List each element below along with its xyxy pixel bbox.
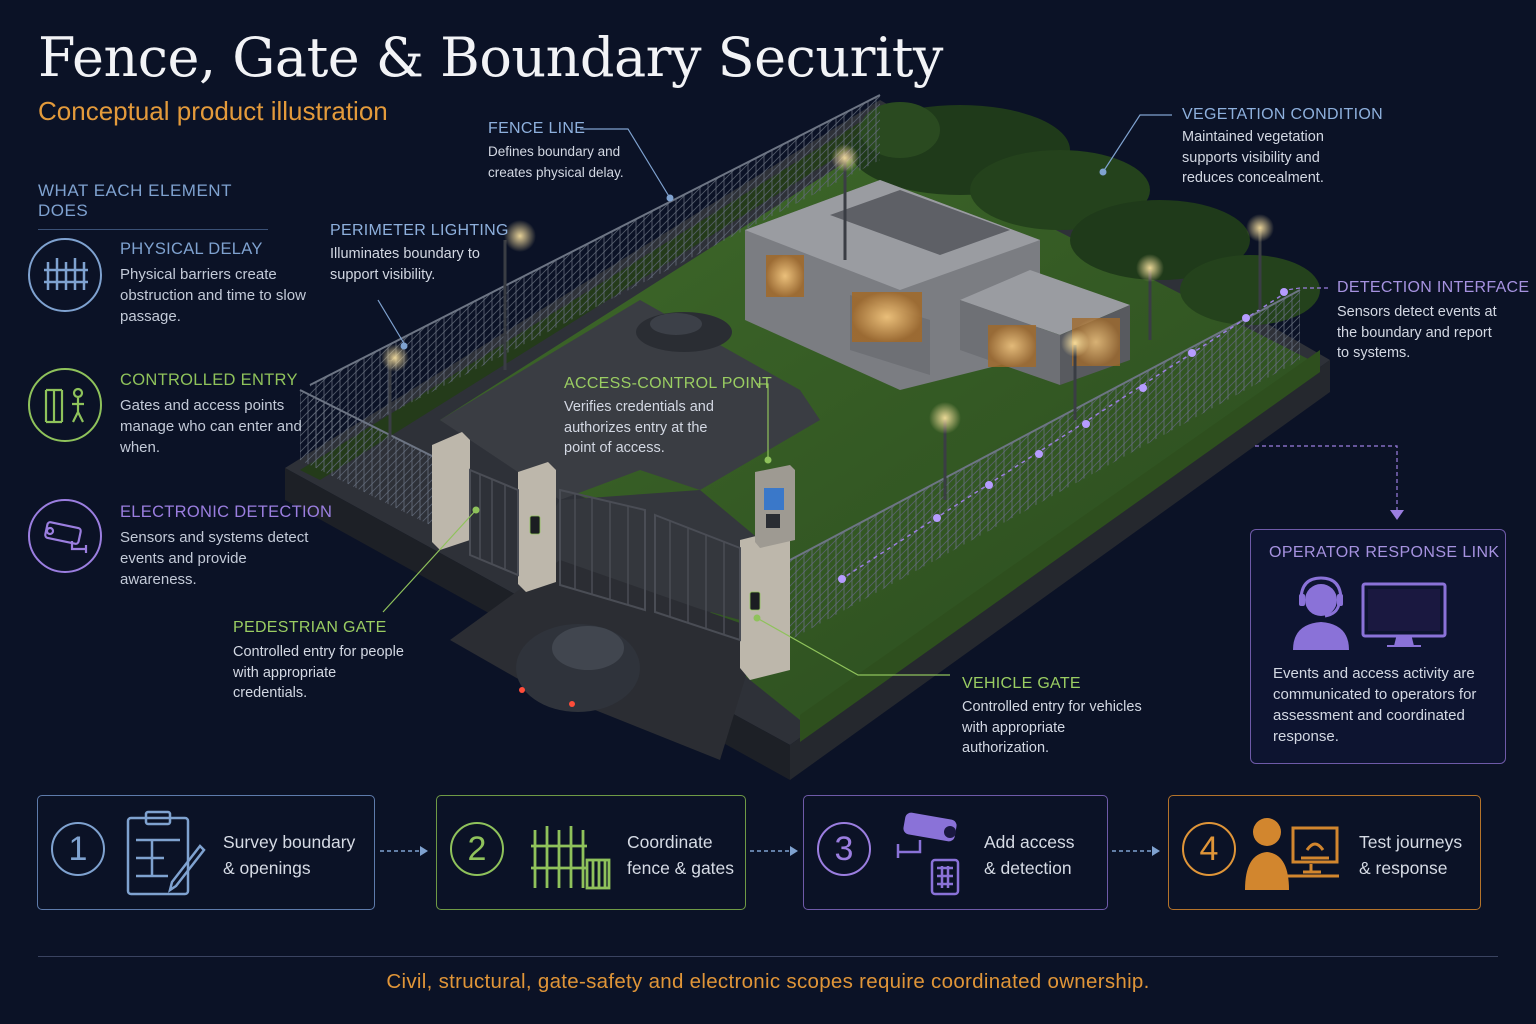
- step-3-label: Add access & detection: [984, 832, 1075, 878]
- arrow-icon: [1112, 846, 1160, 856]
- step-2-number: 2: [450, 822, 504, 876]
- fence-back-left: [309, 94, 881, 455]
- step-2: 2 Coordinate fence & gates: [436, 795, 746, 910]
- building: [745, 180, 1130, 390]
- controlled-entry-title: CONTROLLED ENTRY: [120, 371, 298, 389]
- step-4-label: Test journeys & response: [1359, 832, 1463, 878]
- camera-icon: [28, 499, 102, 573]
- perimeter-lighting-desc: Illuminates boundary to support visibili…: [330, 246, 480, 283]
- operator-response-panel: OPERATOR RESPONSE LINK Events and access…: [1250, 529, 1506, 764]
- clipboard-plan-icon: [126, 810, 206, 896]
- operator-workstation-icon: [1245, 818, 1339, 890]
- step-3-number: 3: [817, 822, 871, 876]
- footer-divider: [38, 956, 1498, 957]
- operator-response-title: OPERATOR RESPONSE LINK: [1269, 544, 1500, 561]
- footer-note: Civil, structural, gate-safety and elect…: [386, 970, 1150, 993]
- arrow-icon: [750, 846, 798, 856]
- leader-detection: [1285, 287, 1328, 291]
- leader-fence-line: [580, 128, 671, 199]
- fence-icon: [28, 238, 102, 312]
- perimeter-lighting-title: PERIMETER LIGHTING: [330, 222, 509, 239]
- vegetation-desc: Maintained vegetation supports visibilit…: [1182, 129, 1324, 186]
- gate-person-icon: [28, 368, 102, 442]
- vegetation-title: VEGETATION CONDITION: [1182, 106, 1383, 123]
- step-3: 3 Add access & detection: [803, 795, 1108, 910]
- step-4: 4 Test journeys & response: [1168, 795, 1481, 910]
- camera-keypad-icon: [896, 812, 960, 896]
- detection-interface-desc: Sensors detect events at the boundary an…: [1337, 304, 1497, 361]
- step-1-label: Survey boundary & openings: [223, 832, 356, 878]
- page-subtitle: Conceptual product illustration: [38, 96, 388, 126]
- electronic-detection-title: ELECTRONIC DETECTION: [120, 503, 333, 521]
- operator-headset-icon: [1293, 576, 1349, 650]
- step-4-number: 4: [1182, 822, 1236, 876]
- arrow-icon: [380, 846, 428, 856]
- electronic-detection-desc: Sensors and systems detect events and pr…: [120, 529, 309, 588]
- vehicle-gate-desc: Controlled entry for vehicles with appro…: [962, 699, 1142, 756]
- access-control-title: ACCESS-CONTROL POINT: [564, 375, 773, 392]
- vehicle-gate-title: VEHICLE GATE: [962, 675, 1081, 692]
- leader-operator: [1255, 445, 1398, 512]
- fence-line-desc: Defines boundary and creates physical de…: [488, 144, 624, 180]
- fence-front-right: [789, 288, 1301, 640]
- leader-pedestrian-gate: [382, 509, 477, 613]
- step-1: 1 Survey boundary & openings: [37, 795, 375, 910]
- page-title: Fence, Gate & Boundary Security: [38, 26, 943, 89]
- fence-line-title: FENCE LINE: [488, 120, 586, 137]
- access-control-post: [755, 465, 795, 548]
- parked-car: [636, 312, 732, 352]
- physical-delay-desc: Physical barriers create obstruction and…: [120, 266, 306, 325]
- pedestrian-gate-title: PEDESTRIAN GATE: [233, 619, 387, 636]
- lamp-glows: [381, 144, 1274, 434]
- access-control-desc: Verifies credentials and authorizes entr…: [564, 399, 714, 456]
- sidebar-heading: WHAT EACH ELEMENT DOES: [38, 181, 268, 230]
- leader-perimeter-lighting: [377, 299, 406, 346]
- leader-vehicle-gate: [756, 617, 950, 676]
- step-2-label: Coordinate fence & gates: [627, 832, 735, 878]
- pedestrian-gate-desc: Controlled entry for people with appropr…: [233, 644, 404, 701]
- operator-response-desc: Events and access activity are communica…: [1273, 665, 1477, 745]
- monitor-icon: [1361, 582, 1447, 647]
- fence-gate-icon: [531, 826, 611, 890]
- fence-front-left: [299, 389, 441, 530]
- step-1-number: 1: [51, 822, 105, 876]
- leader-vegetation: [1102, 114, 1172, 173]
- physical-delay-title: PHYSICAL DELAY: [120, 240, 263, 258]
- arriving-car: [516, 624, 640, 712]
- gates: [432, 432, 790, 680]
- detection-interface-title: DETECTION INTERFACE: [1337, 279, 1530, 296]
- controlled-entry-desc: Gates and access points manage who can e…: [120, 397, 302, 456]
- leader-access-control: [757, 383, 769, 460]
